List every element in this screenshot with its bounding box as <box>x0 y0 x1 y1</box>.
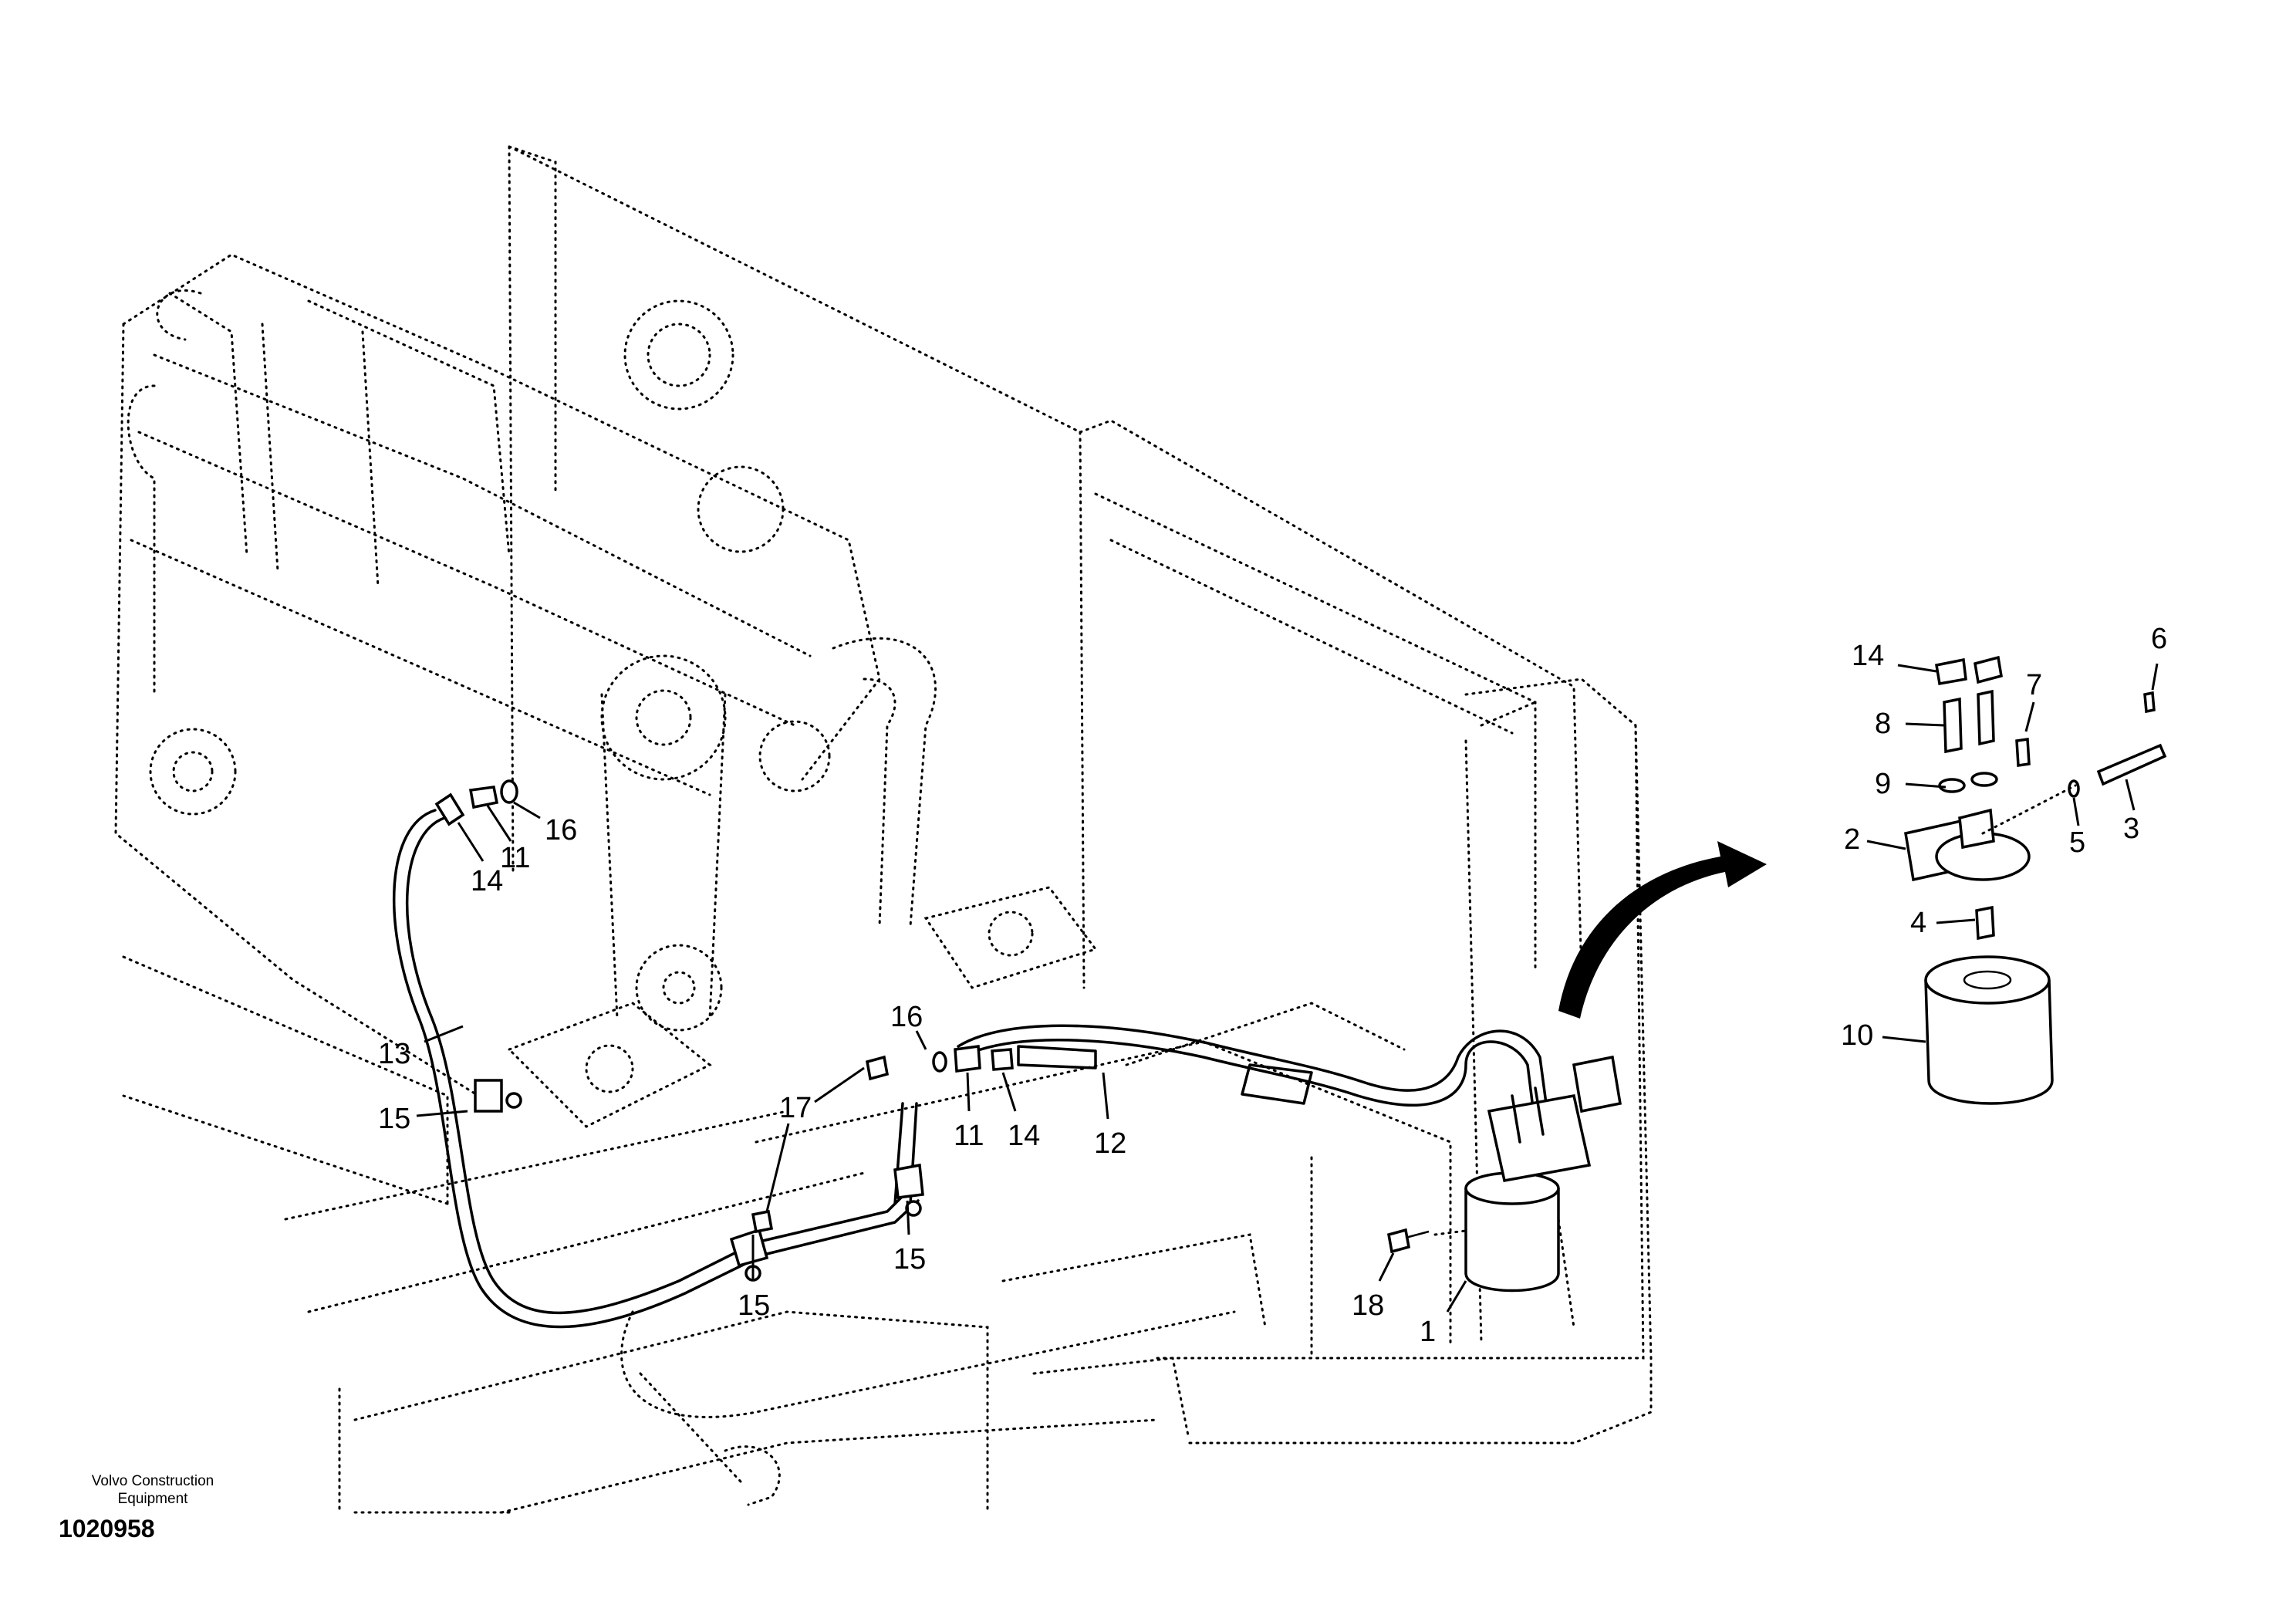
callout-5: 5 <box>2069 826 2085 859</box>
callout-18: 18 <box>1352 1289 1384 1322</box>
callout-12: 12 <box>1094 1127 1126 1160</box>
callout-11-lower: 11 <box>954 1120 984 1152</box>
callout-8: 8 <box>1875 708 1891 740</box>
callout-14-lower: 14 <box>1008 1120 1040 1152</box>
callout-13: 13 <box>378 1038 410 1070</box>
callout-16-upper: 16 <box>545 814 577 846</box>
drawing-number: 1020958 <box>59 1515 155 1543</box>
publisher-credit-line1: Volvo Construction <box>91 1473 214 1489</box>
callout-14-upper: 14 <box>471 865 503 897</box>
fittings <box>434 779 1430 1254</box>
leader-lines <box>416 663 2159 1313</box>
callout-9: 9 <box>1875 768 1891 800</box>
callout-16-lower: 16 <box>890 1001 923 1033</box>
callout-15-middle: 15 <box>893 1243 926 1276</box>
exploded-filter-detail <box>1904 655 2167 1105</box>
callout-1: 1 <box>1420 1316 1436 1348</box>
callout-11-upper: 11 <box>500 842 530 874</box>
engine-frame-background <box>114 145 1653 1514</box>
callout-10: 10 <box>1841 1019 1873 1052</box>
fuel-lines <box>393 809 1551 1329</box>
callout-4: 4 <box>1910 907 1926 939</box>
callout-14-detail: 14 <box>1852 640 1884 672</box>
callout-17: 17 <box>779 1092 812 1124</box>
callout-6: 6 <box>2151 623 2167 655</box>
detail-arrow <box>1558 841 1767 1019</box>
callout-2: 2 <box>1844 823 1860 856</box>
callout-labels: 14 6 7 8 9 3 5 2 4 10 16 11 14 13 15 16 … <box>378 623 2167 1348</box>
callout-7: 7 <box>2026 669 2042 701</box>
fuel-filter-installed <box>1464 1055 1622 1293</box>
callout-3: 3 <box>2123 813 2139 845</box>
callout-15-bottom: 15 <box>738 1289 770 1322</box>
callout-15-left: 15 <box>378 1103 410 1135</box>
publisher-credit: Volvo Construction Equipment <box>60 1472 245 1508</box>
publisher-credit-line2: Equipment <box>117 1491 188 1507</box>
